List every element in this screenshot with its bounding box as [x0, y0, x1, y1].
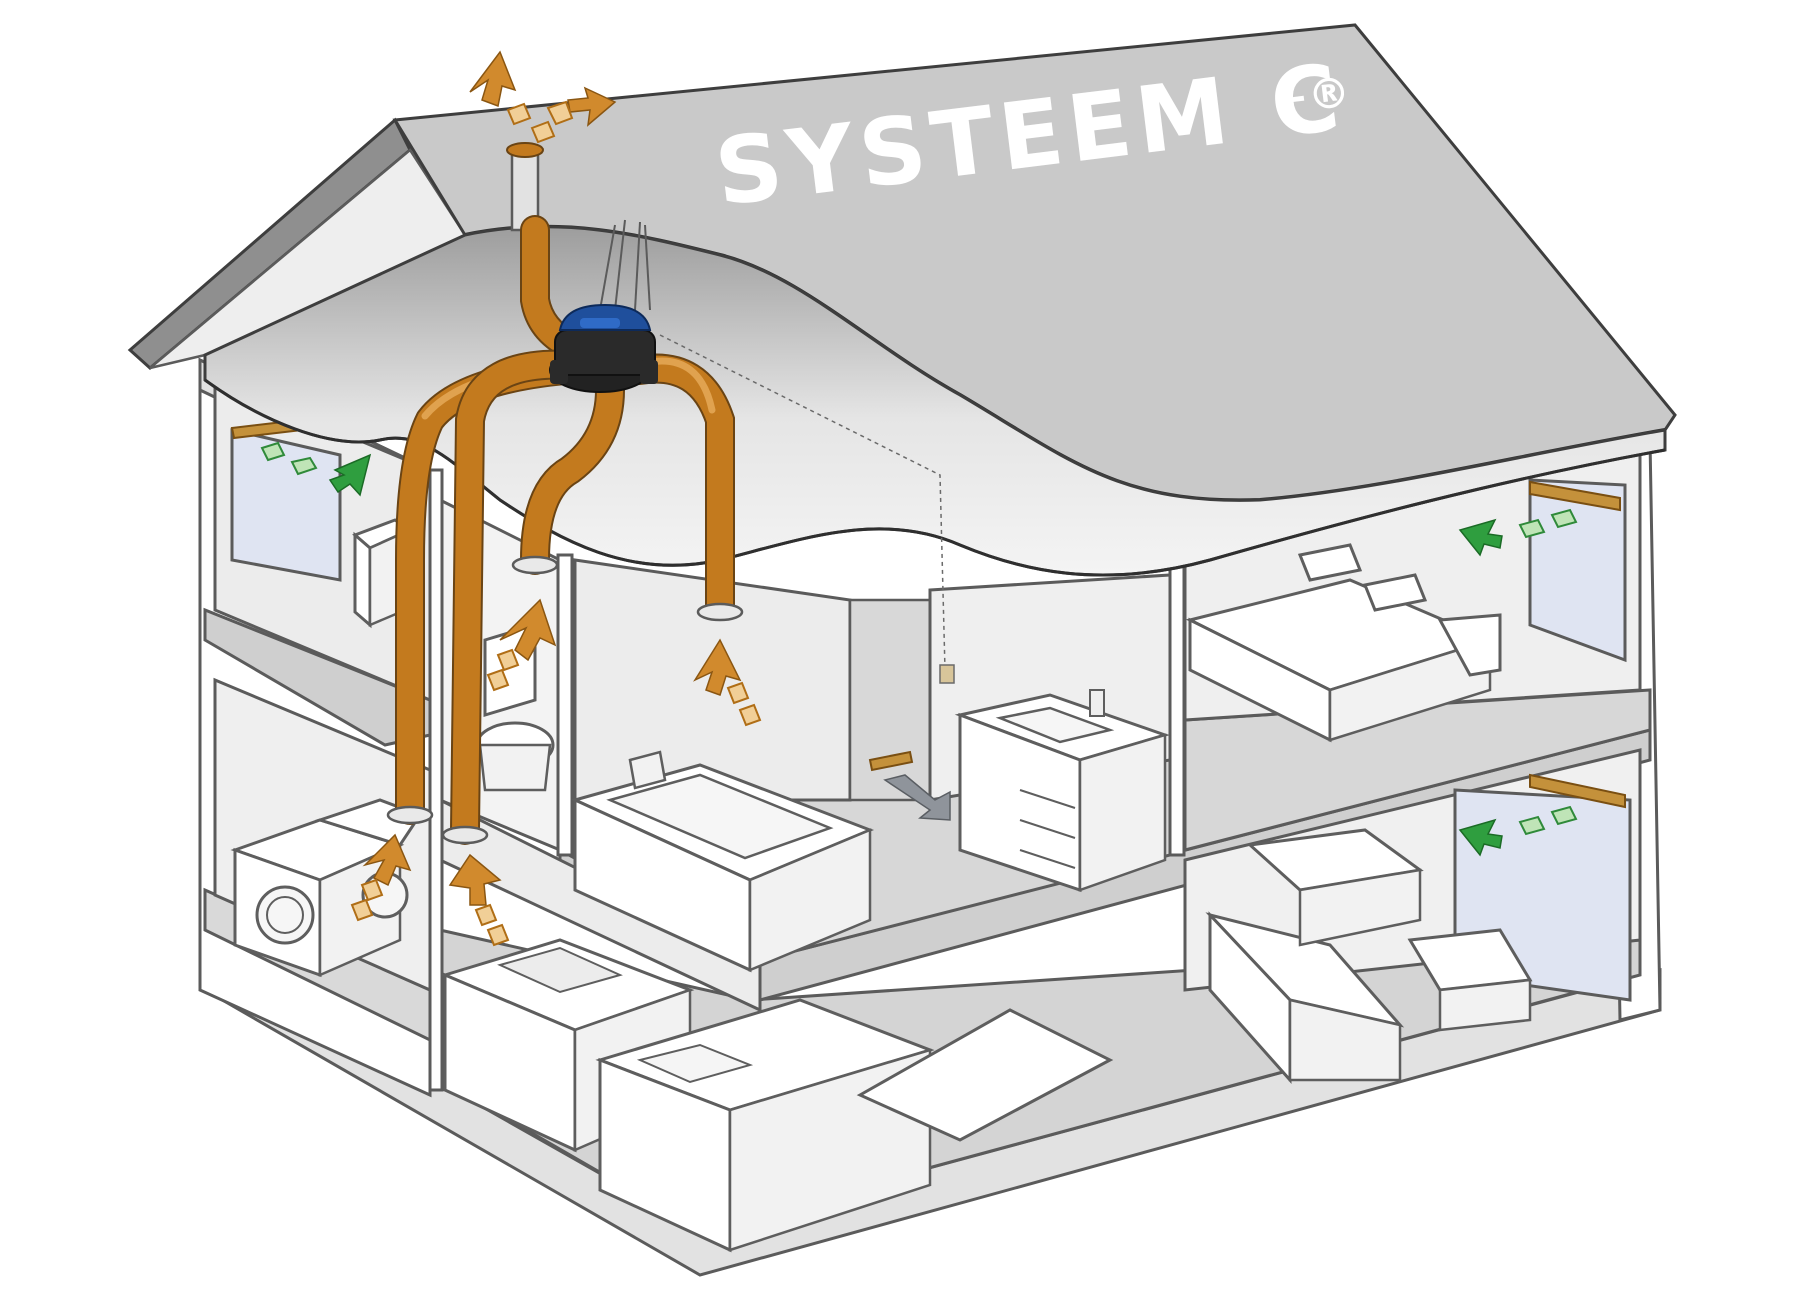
- bathroom-vanity: [954, 689, 1170, 893]
- door-overflow-arrow-icon: [868, 750, 951, 821]
- partition-wall-2: [556, 553, 574, 857]
- grille-living: [1529, 773, 1626, 809]
- ventilation-fan-icon: [549, 303, 658, 393]
- fan-suspension: [599, 219, 651, 311]
- partition-wall-3: [1168, 563, 1186, 857]
- double-bed: [1185, 543, 1502, 743]
- exhaust-arrow-laundry: [350, 833, 412, 922]
- sofa-set: [1205, 828, 1533, 1084]
- extract-valves: [386, 555, 744, 845]
- grille-bedroom: [1529, 480, 1621, 512]
- attic-floor-edge: [204, 378, 1666, 577]
- exhaust-arrow-toilet: [486, 598, 557, 692]
- supply-arrow-living: [1458, 805, 1578, 857]
- supply-arrow-bedroom: [1458, 508, 1578, 557]
- control-cable: [659, 334, 946, 671]
- roof-title-superscript: +®: [1270, 67, 1353, 125]
- exhaust-arrow-bathroom: [693, 638, 762, 727]
- exhaust-arrow-icon: [469, 50, 617, 144]
- exhaust-arrow-kitchen: [448, 853, 510, 947]
- supply-arrow-icon: [260, 441, 372, 497]
- bathtub: [570, 750, 875, 973]
- hall-door-area: [848, 598, 932, 802]
- window-utility-room: [230, 428, 342, 582]
- wall-switch: [939, 664, 955, 684]
- toilet: [475, 622, 555, 792]
- window-bedroom: [1528, 478, 1627, 663]
- kitchen-counter: [440, 938, 1114, 1253]
- partition-wall-1: [428, 468, 444, 1092]
- exhaust-ducts: [395, 142, 735, 845]
